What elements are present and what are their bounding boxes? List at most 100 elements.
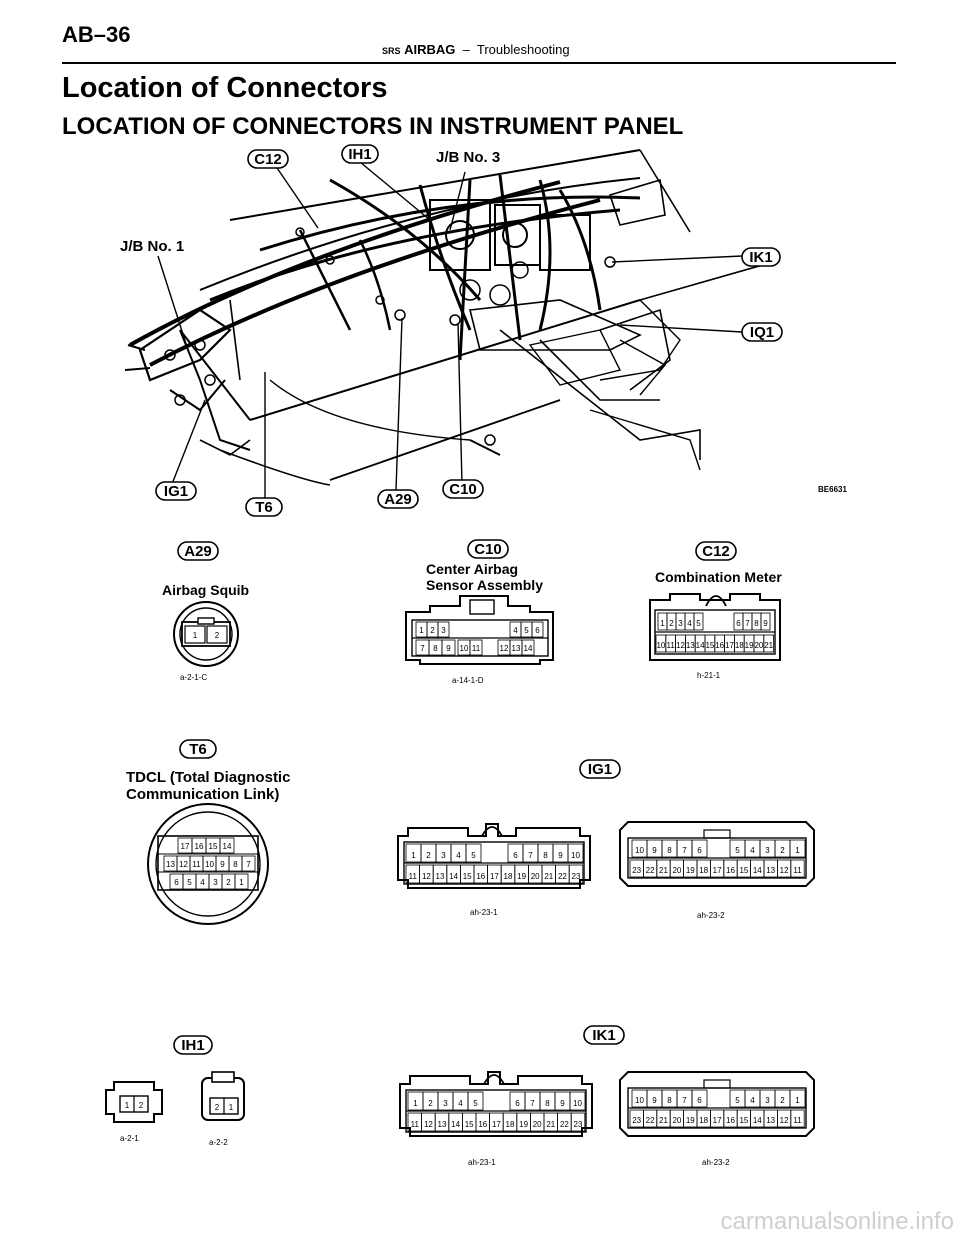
ig1-pin-3: 3 [765,846,770,855]
ik1-pin-21: 21 [659,1116,668,1125]
ik1-pin-cell [467,1091,484,1111]
ig1-pin-21: 21 [544,872,553,881]
ig1-pin-16: 16 [476,872,485,881]
t6-pin-8: 8 [233,860,238,869]
page-number: AB–36 [62,22,131,47]
c10-pin-3: 3 [441,626,446,635]
callout-ig1-label: IG1 [164,483,188,500]
ig1-pin-6: 6 [513,851,518,860]
c10-name-line2: Sensor Assembly [426,577,543,593]
ik1-pin-18: 18 [506,1120,515,1129]
ig1-pin-5: 5 [471,851,476,860]
t6-pin-11: 11 [192,860,201,869]
ig1-pin-cell [567,843,584,863]
c12-pin-4: 4 [687,619,692,628]
c12-pin-9: 9 [763,619,768,628]
c10-tag: C10 [474,541,502,558]
c12-pin-18: 18 [735,641,744,650]
ik1-pin-10: 10 [573,1099,582,1108]
t6-pin-6: 6 [174,878,179,887]
ik1-pin-13: 13 [766,1116,775,1125]
t6-name-line1: TDCL (Total Diagnostic [126,769,290,786]
ik1-pin-11: 11 [793,1116,802,1125]
t6-pin-cell [219,837,235,854]
callout-ik1-label: IK1 [749,249,772,266]
ig1-pin-22: 22 [558,872,567,881]
ik1-pin-21: 21 [546,1120,555,1129]
ik1-pin-5: 5 [735,1096,740,1105]
c10-pin-6: 6 [535,626,540,635]
callout-t6: T6 [245,497,283,517]
a29-pin-1: 1 [193,631,198,640]
c12-pin-10: 10 [656,641,665,650]
ig1-pin-14: 14 [449,872,458,881]
ih1-tag: IH1 [181,1037,204,1054]
running-head: SRS AIRBAG – Troubleshooting [382,42,570,57]
t6-pin-cell [241,855,256,872]
header-rule [62,62,896,64]
ik1-pin-22: 22 [646,1116,655,1125]
t6-pin-16: 16 [195,842,204,851]
c12-pin-17: 17 [725,641,734,650]
t6-pin-14: 14 [223,842,232,851]
c12-pin-21: 21 [764,641,773,650]
ig1-pin-4: 4 [456,851,461,860]
ig1-pin-1: 1 [795,846,800,855]
ik1-pin-cell [691,1089,708,1108]
c10-pin-1: 1 [419,626,424,635]
c12-pin-2: 2 [669,619,674,628]
ig1-pin-10: 10 [635,846,644,855]
connector-a29: A29 Airbag Squib 1 2 a-2-1-C [162,541,249,682]
label-jb-no1: J/B No. 1 [120,238,184,255]
callout-iq1-label: IQ1 [750,324,774,341]
ig1-pin-14: 14 [753,866,762,875]
diagram-leader-lines [157,161,743,500]
callout-c10-label: C10 [449,481,477,498]
ih1-left-pin-2: 2 [139,1101,144,1110]
ik1-pin-19: 19 [519,1120,528,1129]
c10-pin-14: 14 [524,644,533,653]
ig1-pin-6: 6 [697,846,702,855]
ig1-pin-17: 17 [490,872,499,881]
ig1-pin-7: 7 [528,851,533,860]
ik1-pin-8: 8 [545,1099,550,1108]
c10-pin-cell [441,639,456,656]
t6-pin-15: 15 [209,842,218,851]
ik1-pin-cell [570,1112,586,1132]
ik1-pin-9: 9 [652,1096,657,1105]
ig1-pin-2: 2 [780,846,785,855]
ig1-pin-12: 12 [780,866,789,875]
ig1-pin-18: 18 [699,866,708,875]
ig1-pin-13: 13 [436,872,445,881]
figure-code: BE6631 [818,485,847,494]
ig1-pin-22: 22 [646,866,655,875]
c12-name: Combination Meter [655,569,782,585]
ig1-pin-cell [789,839,806,858]
c10-pin-8: 8 [433,644,438,653]
label-jb-no3: J/B No. 3 [436,149,500,166]
c12-pin-1: 1 [660,619,665,628]
c10-pin-7: 7 [420,644,425,653]
ik1-pin-6: 6 [697,1096,702,1105]
ik1-pin-2: 2 [428,1099,433,1108]
callout-c10: C10 [442,479,484,499]
ig1-pin-8: 8 [667,846,672,855]
ig1-pin-1: 1 [411,851,416,860]
ig1-pin-11: 11 [793,866,802,875]
c10-pin-11: 11 [472,644,481,653]
connector-ih1: IH1 1 2 2 1 a-2-1 a-2-2 [105,1035,245,1147]
ig1-pin-21: 21 [659,866,668,875]
a29-pin-2: 2 [215,631,220,640]
a29-tag: A29 [184,543,212,560]
ig1-pin-5: 5 [735,846,740,855]
ik1-pin-cell [789,1089,806,1108]
ig1-pin-23: 23 [572,872,581,881]
ig1-pin-19: 19 [517,872,526,881]
ig1-pin-11: 11 [409,872,418,881]
ig1-code-right: ah-23-2 [697,911,725,920]
c12-pin-cell [693,612,704,631]
